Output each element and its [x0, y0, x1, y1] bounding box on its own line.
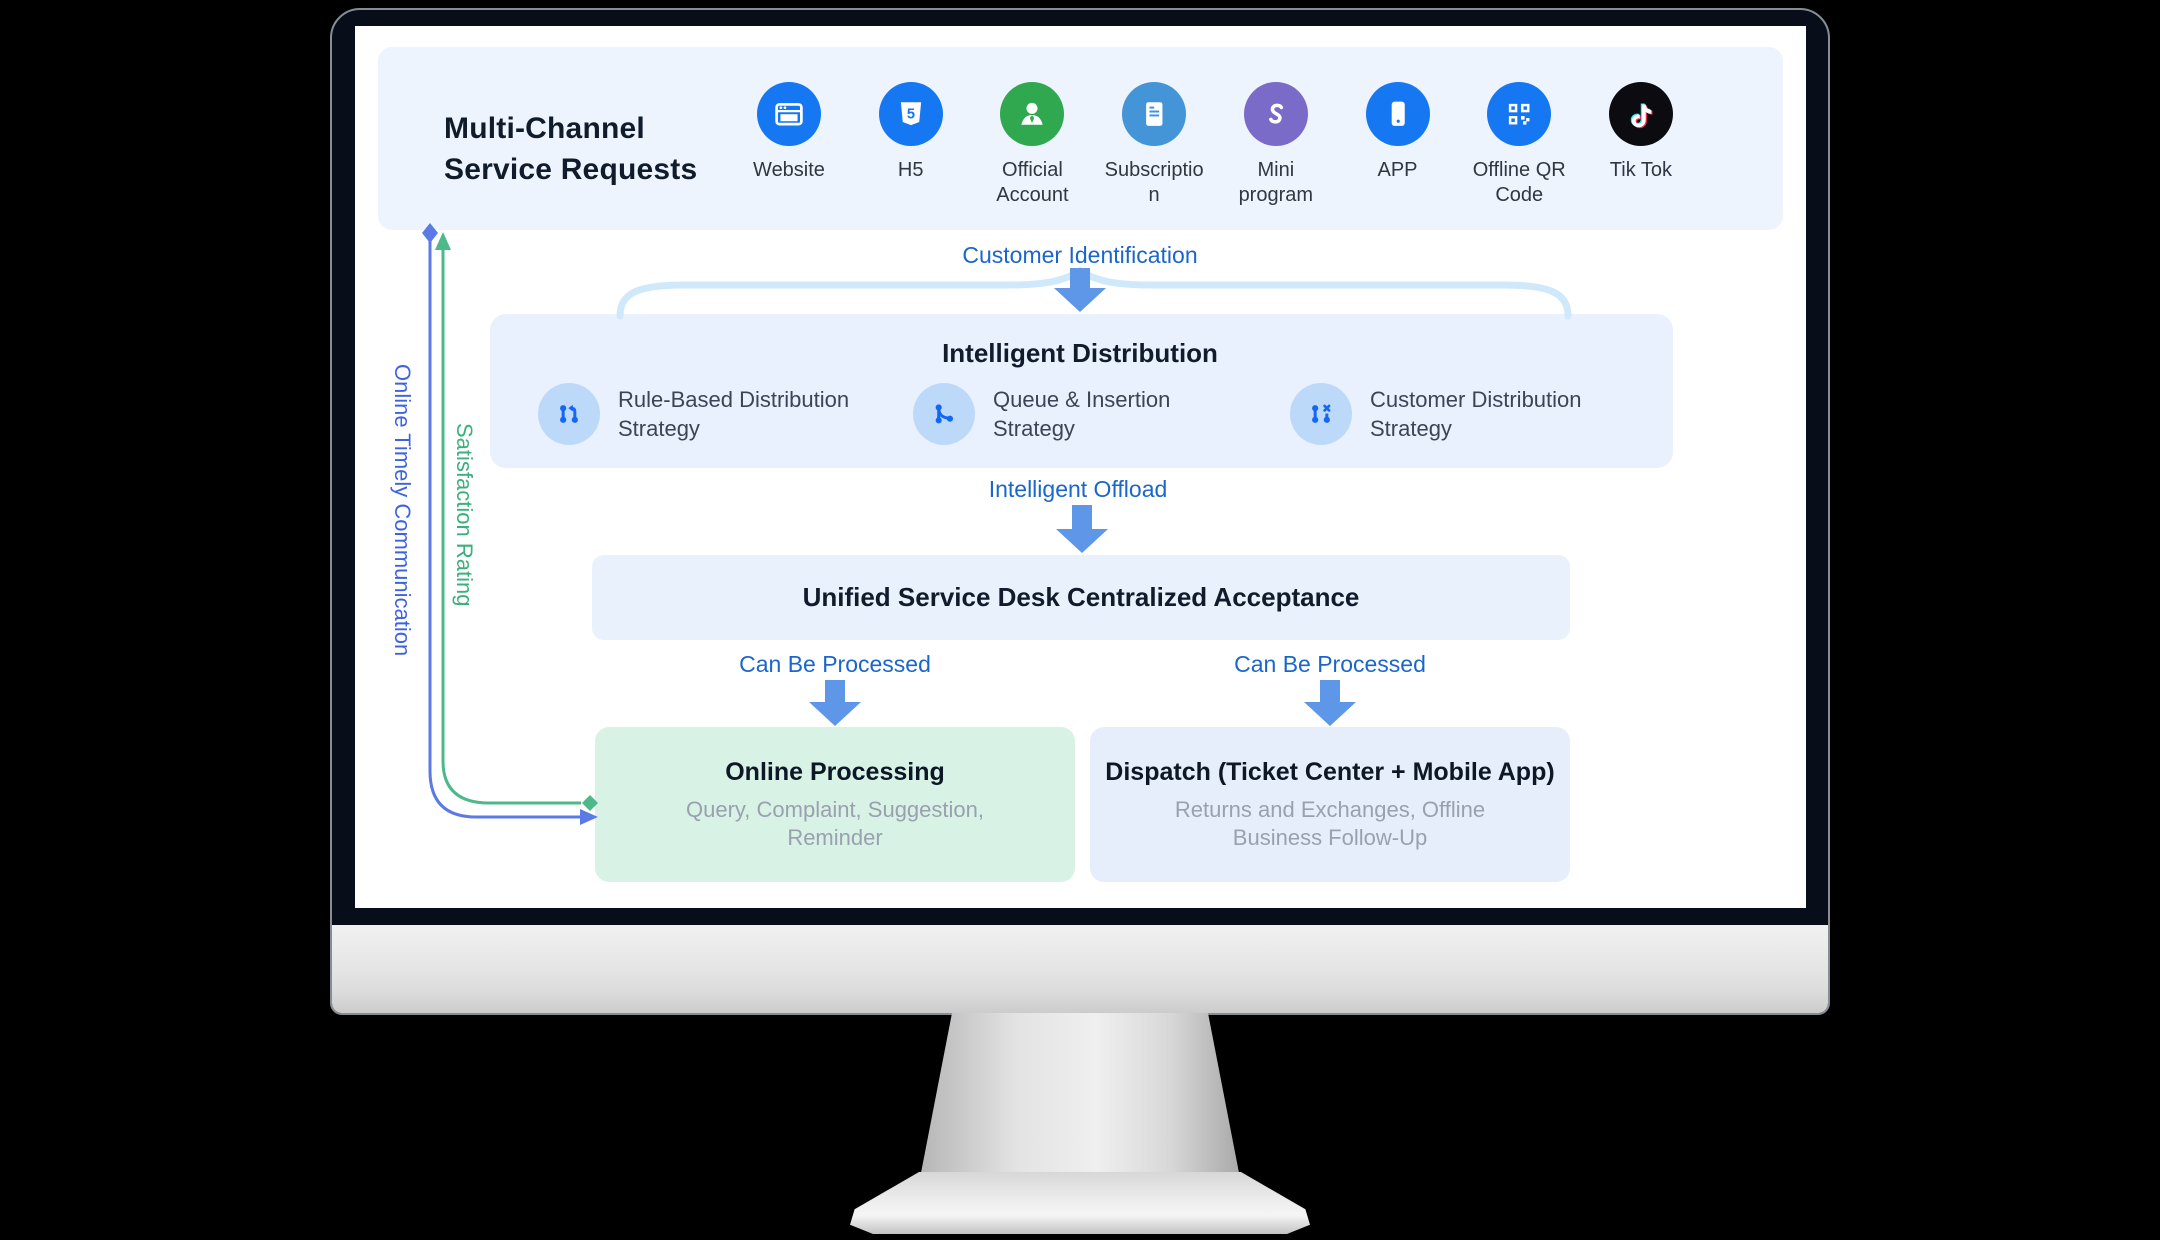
channel-label: APP	[1377, 159, 1418, 181]
monitor-stand-neck	[920, 1013, 1240, 1178]
online-processing-subtitle: Query, Complaint, Suggestion, Reminder	[686, 796, 984, 850]
channel-mini-program: Mini program	[1224, 82, 1328, 208]
svg-text:5: 5	[907, 106, 915, 122]
qr-code-icon	[1487, 82, 1552, 146]
unified-service-desk-title: Unified Service Desk Centralized Accepta…	[802, 582, 1360, 612]
channel-official-account: Official Account	[980, 82, 1084, 208]
mini-program-icon	[1243, 82, 1308, 146]
strategy-customer-distribution: Customer Distribution Strategy	[1290, 383, 1632, 445]
dispatch-box: Dispatch (Ticket Center + Mobile App) Re…	[1090, 727, 1570, 882]
strategy-queue-insertion: Queue & Insertion Strategy	[913, 383, 1255, 445]
channel-tiktok: Tik Tok	[1589, 82, 1693, 208]
arrow-down-identification	[1054, 268, 1106, 312]
person-icon	[1000, 82, 1065, 146]
monitor-screen: Multi-Channel Service Requests Website	[355, 26, 1806, 908]
arrow-down-dispatch	[1304, 680, 1356, 726]
dispatch-title: Dispatch (Ticket Center + Mobile App)	[1105, 757, 1555, 786]
monitor-chin	[332, 925, 1828, 1013]
channel-label: Tik Tok	[1609, 159, 1673, 181]
page-title-line2: Service Requests	[444, 153, 698, 186]
intelligent-distribution-box	[490, 314, 1673, 468]
channel-list: Website 5 H5	[737, 82, 1693, 208]
channel-label: Subscription	[1104, 159, 1204, 206]
html5-icon: 5	[878, 82, 943, 146]
multi-channel-panel	[378, 47, 1783, 230]
subscription-doc-icon	[1122, 82, 1187, 146]
channel-subscription: Subscription	[1102, 82, 1206, 208]
distribution-split-icon	[1290, 383, 1352, 445]
channel-label: Website	[753, 159, 825, 181]
can-be-processed-left-label: Can Be Processed	[739, 651, 931, 677]
strategy-label: Customer Distribution Strategy	[1370, 387, 1582, 441]
unified-service-desk-box: Unified Service Desk Centralized Accepta…	[592, 555, 1570, 640]
channel-website: Website	[737, 82, 841, 208]
online-timely-communication-label: Online Timely Communication	[390, 364, 415, 657]
arrow-down-online	[809, 680, 861, 726]
page-title: Multi-Channel Service Requests	[444, 108, 697, 190]
channel-h5: 5 H5	[859, 82, 963, 208]
arrow-down-offload	[1056, 505, 1108, 553]
queue-insert-icon	[913, 383, 975, 445]
strategy-rule-based: Rule-Based Distribution Strategy	[538, 383, 880, 445]
mobile-phone-icon	[1365, 82, 1430, 146]
customer-identification-label: Customer Identification	[962, 242, 1198, 268]
intelligent-distribution-title: Intelligent Distribution	[942, 338, 1218, 368]
browser-window-icon	[757, 82, 821, 146]
can-be-processed-right-label: Can Be Processed	[1234, 651, 1426, 677]
channel-offline-qr: Offline QR Code	[1467, 82, 1571, 208]
channel-app: APP	[1346, 82, 1450, 208]
channel-label: H5	[897, 159, 924, 181]
online-processing-box: Online Processing Query, Complaint, Sugg…	[595, 727, 1075, 882]
monitor-frame: Multi-Channel Service Requests Website	[330, 8, 1830, 1015]
monitor-stand-base	[850, 1172, 1310, 1234]
channel-label: Official Account	[996, 159, 1069, 206]
channel-label: Mini program	[1238, 159, 1314, 206]
satisfaction-rating-label: Satisfaction Rating	[452, 423, 477, 607]
tiktok-icon	[1608, 82, 1673, 146]
intelligent-offload-label: Intelligent Offload	[988, 476, 1168, 502]
branch-merge-icon	[538, 383, 600, 445]
strategy-label: Rule-Based Distribution Strategy	[618, 387, 850, 441]
online-processing-title: Online Processing	[725, 757, 945, 786]
channel-label: Offline QR Code	[1472, 159, 1566, 206]
dispatch-subtitle: Returns and Exchanges, Offline Business …	[1174, 796, 1486, 850]
strategy-label: Queue & Insertion Strategy	[993, 387, 1171, 441]
page-title-line1: Multi-Channel	[444, 112, 645, 145]
